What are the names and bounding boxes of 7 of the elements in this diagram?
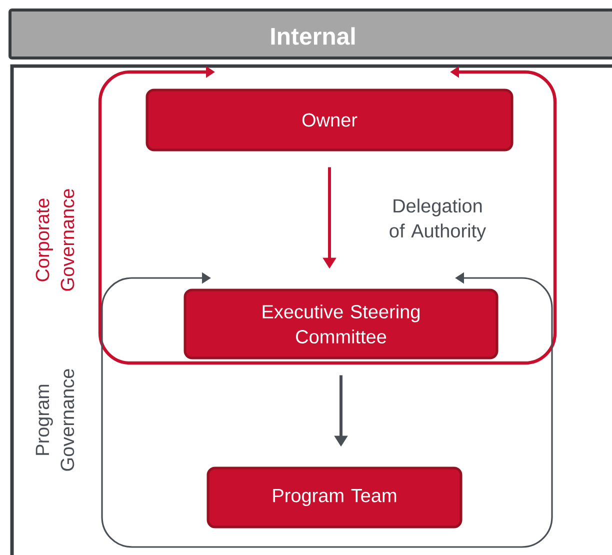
vertical-label: Corporate Governance	[36, 189, 74, 291]
header-band: Internal	[8, 8, 612, 60]
process-box: Owner	[146, 88, 514, 152]
process-box: Program Team	[206, 466, 462, 528]
vertical-label: Program Governance	[36, 369, 74, 471]
edge-label: Delegation of Authority	[390, 198, 486, 242]
process-box: Executive Steering Committee	[184, 288, 498, 360]
